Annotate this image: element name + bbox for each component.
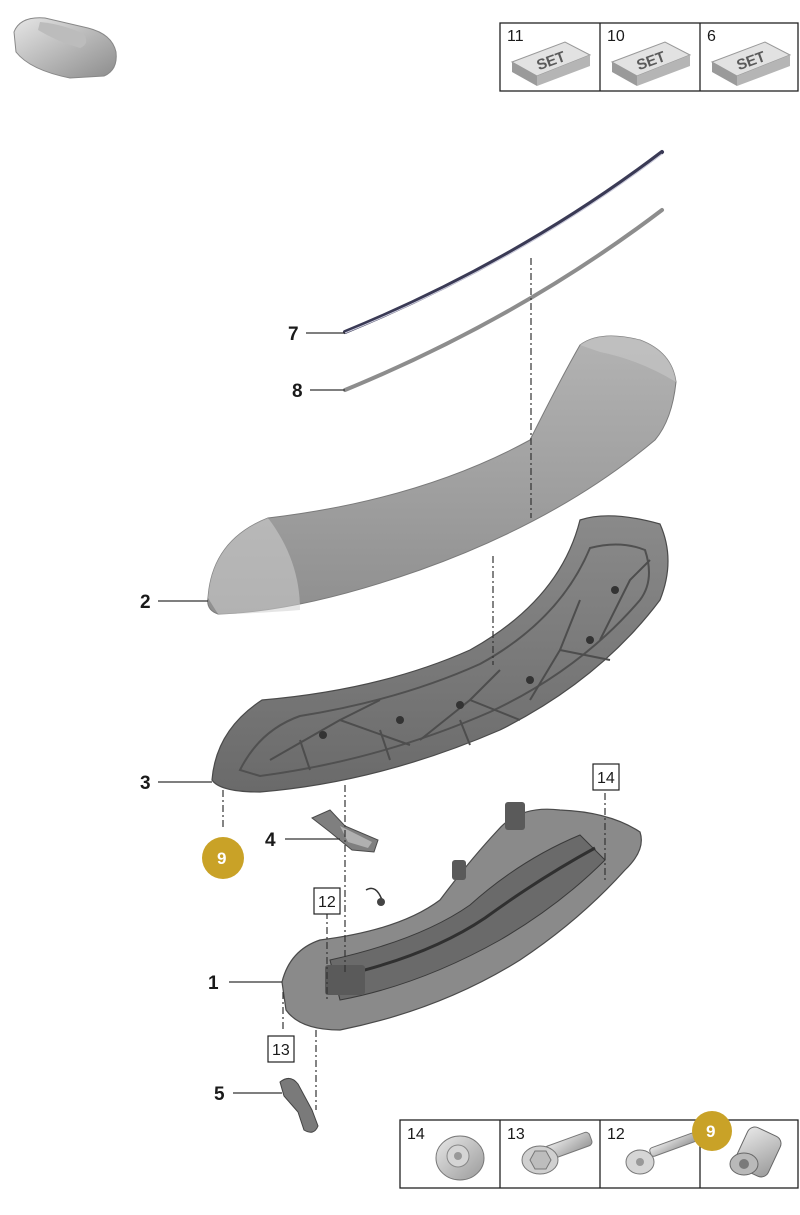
svg-text:13: 13 [272,1042,290,1059]
boxed-label-13: 13 [267,1035,295,1063]
set-box-number: 11 [507,28,524,45]
assembly-lines [222,258,606,1110]
label-part-7: 7 [288,324,299,345]
label-part-2: 2 [140,592,151,613]
fastener-box-group: 14 13 12 9 [399,1111,799,1189]
leader-lines [158,332,345,1094]
label-part-4: 4 [265,830,276,851]
svg-text:9: 9 [706,1122,715,1141]
part-7-seal-strip[interactable] [343,150,664,334]
hex-bolt-icon [521,1131,593,1175]
torx-screw-icon [625,1132,697,1175]
boxed-label-14: 14 [592,763,620,791]
fastener-box-12[interactable]: 12 [607,1126,697,1175]
set-box-10[interactable]: 10 SET [607,28,692,86]
fastener-box-14[interactable]: 14 [407,1126,485,1181]
part-3-spoiler-frame[interactable] [211,515,669,793]
part-2-spoiler-cover[interactable] [207,335,677,615]
set-box-group: 11 SET 10 SET 6 SET [499,22,799,92]
collar-nut-icon [435,1135,485,1181]
svg-text:9: 9 [217,849,226,868]
svg-text:12: 12 [318,894,336,911]
car-thumbnail-icon [13,17,117,79]
badge-part-9[interactable]: 9 [202,837,244,879]
svg-text:14: 14 [597,770,615,787]
set-box-6[interactable]: 6 SET [707,28,792,86]
part-1-carrier[interactable] [281,802,642,1031]
part-8-seal-strip[interactable] [343,208,664,392]
expanding-nut-icon [729,1126,782,1178]
label-part-8: 8 [292,381,303,402]
label-part-5: 5 [214,1084,225,1105]
badge-part-9-small [692,1111,732,1151]
set-box-11[interactable]: 11 SET [507,28,592,86]
svg-text:14: 14 [407,1126,425,1143]
label-part-1: 1 [208,973,219,994]
label-part-3: 3 [140,773,151,794]
boxed-label-12: 12 [313,887,341,915]
svg-text:12: 12 [607,1126,625,1143]
set-box-number: 10 [607,28,625,45]
svg-text:13: 13 [507,1126,525,1143]
set-box-number: 6 [707,28,716,45]
part-5-clip[interactable] [279,1078,319,1133]
fastener-box-13[interactable]: 13 [507,1126,593,1175]
fastener-box-9[interactable]: 9 [692,1111,784,1180]
